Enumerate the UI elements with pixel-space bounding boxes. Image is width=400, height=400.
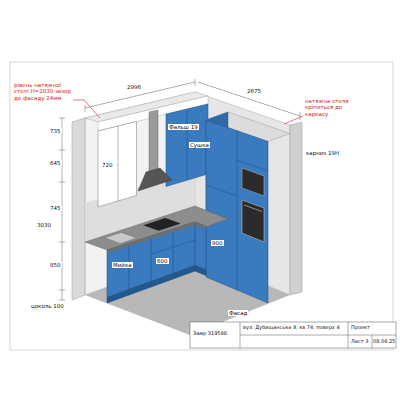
dimension-label: 745 [49, 205, 62, 211]
table-cell: Лист 3 [350, 339, 372, 345]
hood [138, 168, 172, 191]
tall-cabinet [206, 120, 268, 303]
oven [242, 200, 264, 242]
table-cell: Замр 319598 [192, 331, 240, 337]
page-frame [10, 62, 393, 350]
hood-chimney [149, 110, 158, 172]
dimension-label: карниз 19Н [305, 150, 340, 156]
wall-pillar [290, 122, 302, 295]
dimension-label: 2675 [246, 88, 262, 94]
dimension-label: 900 [211, 240, 224, 246]
base-cabinet [107, 222, 195, 303]
base-corner [195, 222, 206, 275]
counter-edge [107, 222, 206, 253]
dimension-label: Фасад [228, 310, 248, 316]
leader-line [284, 116, 303, 124]
wall-section [72, 118, 85, 300]
dimension-label: 2996 [126, 84, 142, 90]
note: натяжна стеля кріпиться до каркасу [304, 98, 368, 117]
upper-white-cabinet [98, 122, 137, 208]
dimension-label: 720 [101, 162, 114, 168]
dimension-label: Фальш 19 [168, 124, 199, 130]
table-cell: вул. Дубищанська 9, кв 74, поверх 4 [242, 325, 348, 331]
microwave [242, 168, 264, 196]
dimension-label: Мийка [112, 262, 133, 268]
leader-line [70, 100, 100, 118]
dimension-label: 645 [49, 160, 62, 166]
dimension-label: 600 [156, 258, 169, 264]
dimension-label: Сушка [189, 142, 210, 148]
table-cell: Проект [350, 325, 396, 331]
sink [105, 232, 137, 243]
dimension-lines [59, 79, 300, 300]
dimension-label: 3030 [36, 222, 52, 228]
dimension-label: 850 [49, 262, 62, 268]
note: рівень натяжної стелі Н=2830 зазор до фа… [13, 82, 73, 101]
title-block [190, 322, 396, 348]
dimension-label: 735 [49, 128, 62, 134]
dimension-label: цоколь 100 [30, 303, 65, 309]
table-cell: 08.08.25 [372, 339, 396, 345]
